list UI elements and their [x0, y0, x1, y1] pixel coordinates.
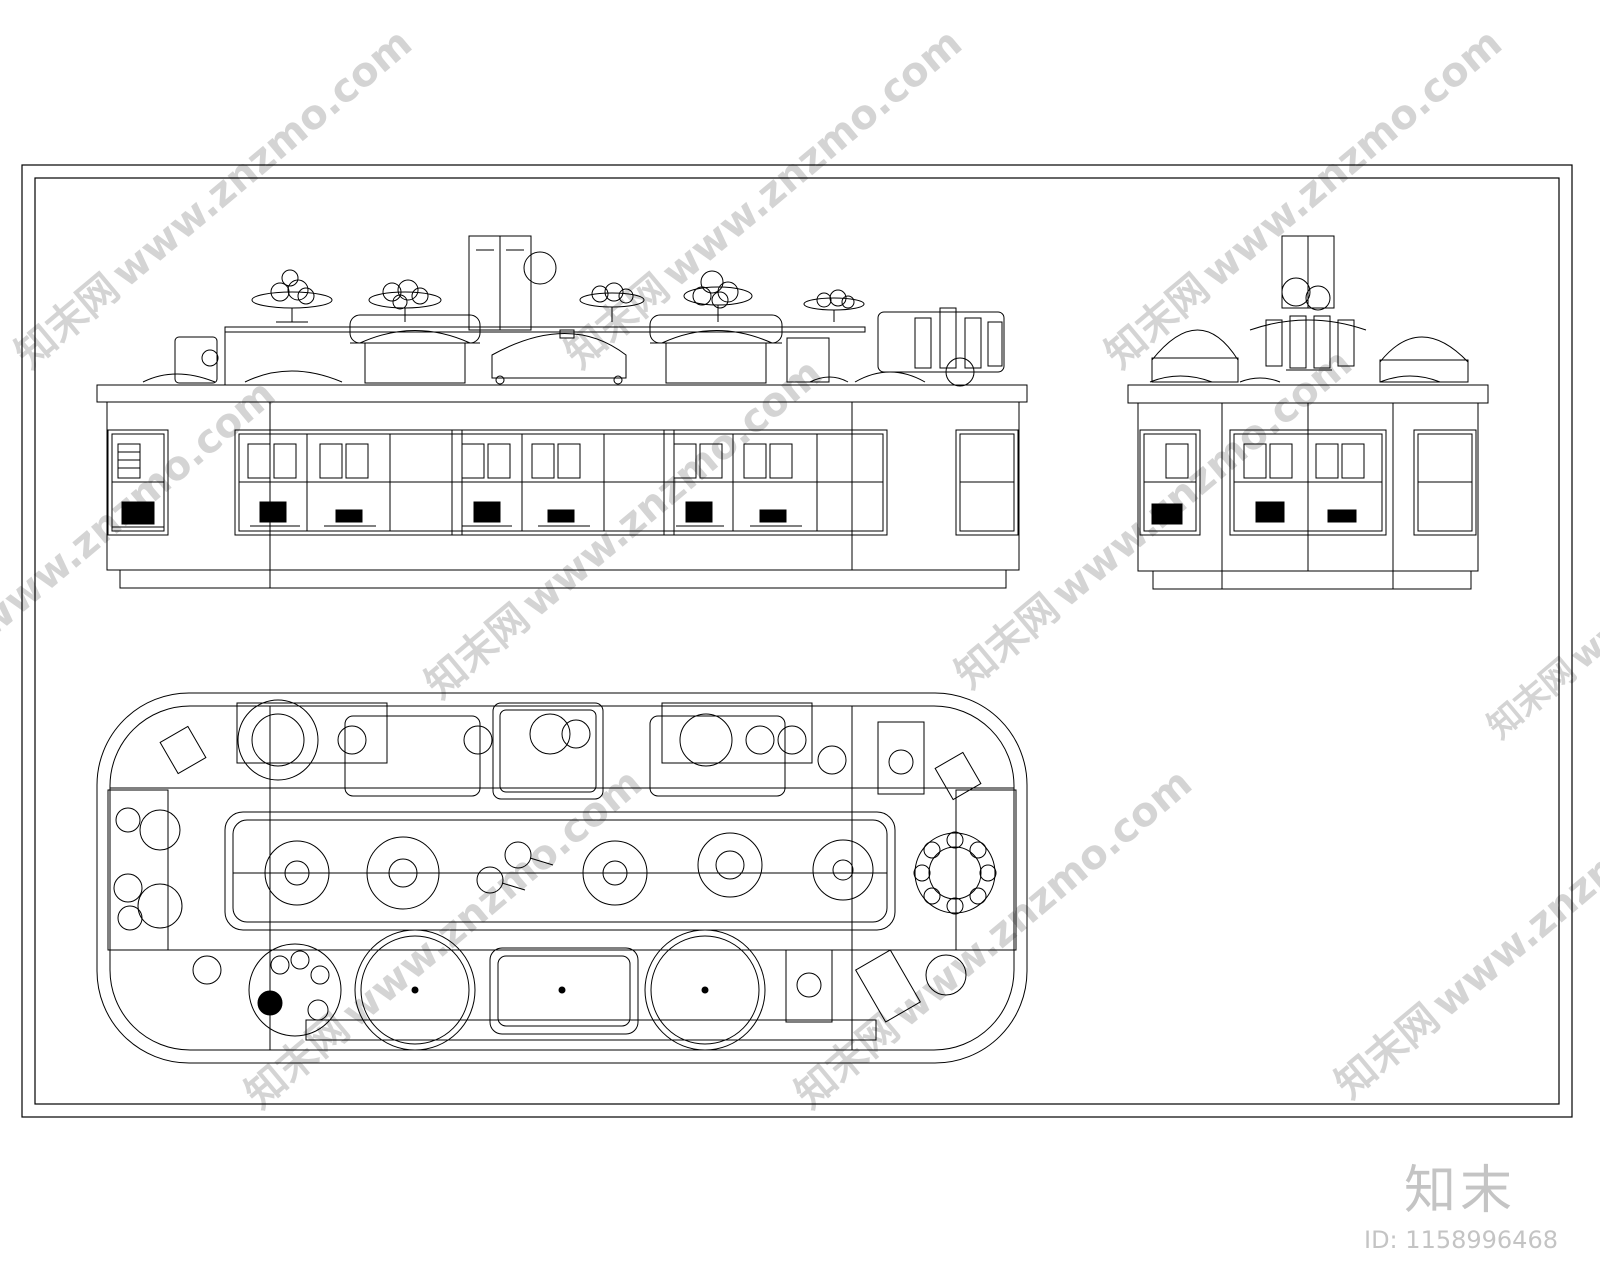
front-elevation — [96, 235, 1028, 589]
watermark: 知末网www.znzmo.com — [1097, 20, 1511, 378]
watermark: 知末网www.znzmo.com — [7, 20, 421, 378]
inner-border — [34, 177, 1560, 1105]
pot-icon — [259, 501, 787, 523]
pot-icon — [121, 501, 155, 525]
fruit-bowl-icon — [683, 270, 753, 322]
juice-dispenser-icon — [1249, 235, 1367, 371]
pitcher-icon — [174, 336, 218, 384]
fruit-platter-icon — [264, 832, 874, 910]
riser-shelf — [224, 326, 866, 333]
stacked-bowls-icon — [247, 443, 793, 479]
watermarks: 知末网www.znzmo.com 知末网www.znzmo.com 知末网www… — [0, 20, 1600, 1118]
garnish — [1379, 375, 1441, 383]
stacked-bowls-icon — [117, 443, 141, 479]
bread-basket-icon — [854, 949, 922, 1023]
chafing-dish-icon — [491, 329, 627, 385]
pot-icon — [1151, 503, 1183, 525]
garnish — [854, 371, 926, 383]
cutlery-caddy-icon — [877, 307, 1005, 387]
watermark: 知末网www.znzmo.com — [1480, 442, 1600, 747]
plate-icon — [113, 807, 183, 931]
side-elevation — [1127, 235, 1489, 590]
pot-icon — [1327, 509, 1357, 523]
stacked-bowls-icon — [1243, 443, 1267, 479]
image-id: ID: 1158996468 — [1364, 1226, 1558, 1254]
plate-icon — [237, 699, 847, 781]
stacked-bowls-icon — [1269, 443, 1293, 479]
center-cabinets — [234, 429, 888, 536]
stacked-bowls-icon — [1341, 443, 1365, 479]
tray-icon — [877, 721, 925, 795]
cutlery-icon — [159, 725, 207, 775]
id-label: ID: — [1364, 1226, 1398, 1254]
counter-outline-inner — [109, 705, 1015, 1051]
outer-border — [21, 164, 1573, 1118]
garnish — [244, 370, 343, 383]
garnish — [142, 373, 216, 383]
id-value: 1158996468 — [1405, 1226, 1558, 1254]
garnish — [1149, 375, 1213, 383]
juice-dispenser-icon — [468, 235, 557, 331]
stacked-bowls-icon — [1165, 443, 1189, 479]
right-cabinet — [955, 429, 1019, 536]
glass-tower-icon — [913, 831, 997, 915]
counter-plinth — [1152, 570, 1472, 590]
chafing-dish-icon — [1379, 336, 1469, 383]
chafing-dish-icon — [349, 314, 481, 384]
ladle-icon — [476, 841, 554, 894]
pot-icon — [1255, 501, 1285, 523]
tray-icon — [785, 949, 833, 1023]
countertop-items — [142, 235, 1005, 387]
fruit-bowl-icon — [803, 289, 865, 322]
cutlery-icon — [934, 751, 982, 801]
garnish — [809, 376, 849, 383]
watermark: 知末网www.znzmo.com — [787, 760, 1201, 1118]
counter-outline-outer — [96, 692, 1028, 1064]
drawing-frame — [21, 164, 1573, 1118]
plan-view — [96, 692, 1028, 1064]
watermark: 知末网www.znzmo.com — [417, 350, 831, 708]
serving-bowl-icon — [354, 929, 766, 1051]
garnish — [1239, 377, 1281, 383]
fruit-bowl-icon — [251, 269, 333, 323]
fruit-bowl-icon — [368, 279, 442, 322]
fruit-bowl-icon — [579, 282, 645, 322]
chafing-dish-icon — [1151, 329, 1239, 383]
jar-icon — [786, 337, 830, 383]
plate-icon — [192, 943, 342, 1037]
left-cabinet — [107, 429, 169, 536]
brand-logo: 知末 — [1404, 1161, 1517, 1221]
stacked-bowls-icon — [1315, 443, 1339, 479]
watermark: 知末网www.znzmo.com — [557, 20, 971, 378]
chafing-dish-plan-icon — [236, 702, 813, 800]
chafing-dish-icon — [649, 314, 783, 384]
counter-plinth — [119, 569, 1007, 589]
center-island — [224, 811, 896, 931]
watermark: 知末网www.znzmo.com — [237, 760, 651, 1118]
